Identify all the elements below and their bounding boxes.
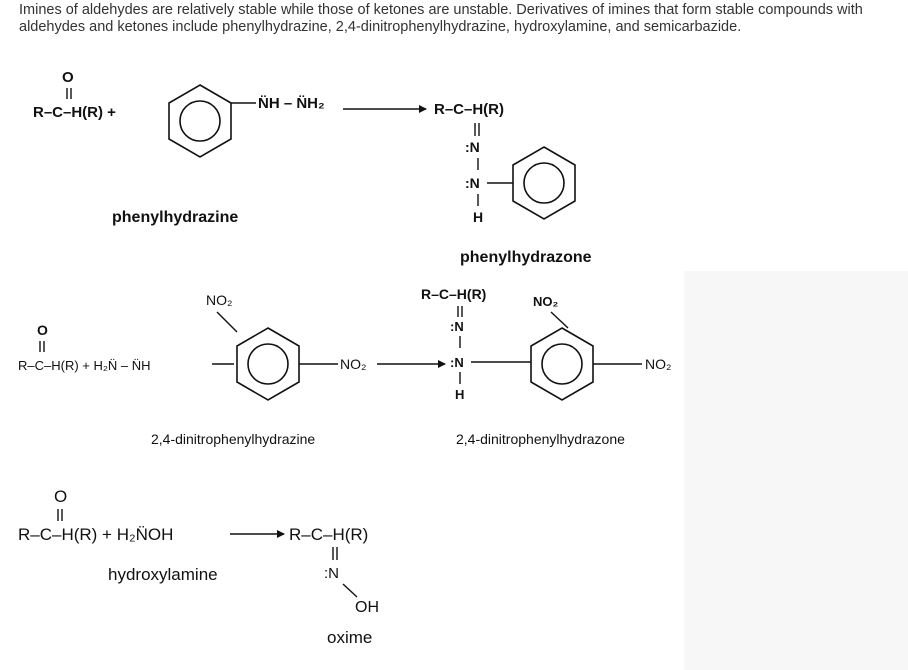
r1-product-h: H (473, 209, 483, 225)
reaction-1: O R–C–H(R) + N̈H – N̈H₂ phenylhydrazine … (33, 69, 592, 266)
r3-product-oh: OH (355, 599, 379, 616)
r1-carbonyl-chain: R–C–H(R) + (33, 104, 116, 121)
r1-reagent-group: N̈H – N̈H₂ (258, 95, 325, 112)
r2-product-benzene-ring (530, 327, 594, 401)
r2-product-chain: R–C–H(R) (421, 286, 486, 302)
r1-product-n2: :N (465, 175, 480, 191)
r2-product-name: 2,4-dinitrophenylhydrazone (456, 431, 625, 447)
r1-product-n1: :N (465, 139, 480, 155)
r2-product-no2-right: NO₂ (645, 356, 671, 372)
r3-reagent-name: hydroxylamine (108, 565, 218, 584)
r2-no2-right: NO₂ (340, 356, 366, 372)
r2-reagent-name: 2,4-dinitrophenylhydrazine (151, 431, 315, 447)
r2-benzene-ring (236, 327, 300, 401)
r2-product-n1: :N (450, 319, 464, 334)
r2-oxygen: O (37, 322, 48, 338)
r1-product-chain: R–C–H(R) (434, 101, 504, 118)
r3-product-n1: :N (324, 565, 339, 582)
r3-product-name: oxime (327, 628, 372, 647)
r2-product-n2: :N (450, 355, 464, 370)
r3-carbonyl-chain: R–C–H(R) + H₂N̈OH (18, 525, 173, 544)
r1-product-benzene-ring (512, 146, 576, 220)
intro-paragraph: Imines of aldehydes are relatively stabl… (19, 2, 863, 35)
r2-product-h: H (455, 387, 464, 402)
reaction-3: O R–C–H(R) + H₂N̈OH hydroxylamine R–C–H(… (18, 487, 379, 647)
r2-no2-top: NO₂ (206, 292, 232, 308)
r1-benzene-ring (168, 84, 232, 158)
r1-oxygen: O (62, 69, 74, 86)
r1-reagent-name: phenylhydrazine (112, 209, 238, 226)
r3-oxygen: O (54, 487, 67, 506)
reaction-2: NO₂ O R–C–H(R) + H₂N̈ – N̈H NO₂ 2,4-dini… (18, 286, 671, 447)
r2-product-no2-top: NO₂ (533, 294, 559, 309)
r3-product-chain: R–C–H(R) (289, 525, 368, 544)
r1-product-name: phenylhydrazone (460, 249, 592, 266)
r2-carbonyl-chain: R–C–H(R) + H₂N̈ – N̈H (18, 358, 151, 373)
side-panel (684, 271, 908, 670)
